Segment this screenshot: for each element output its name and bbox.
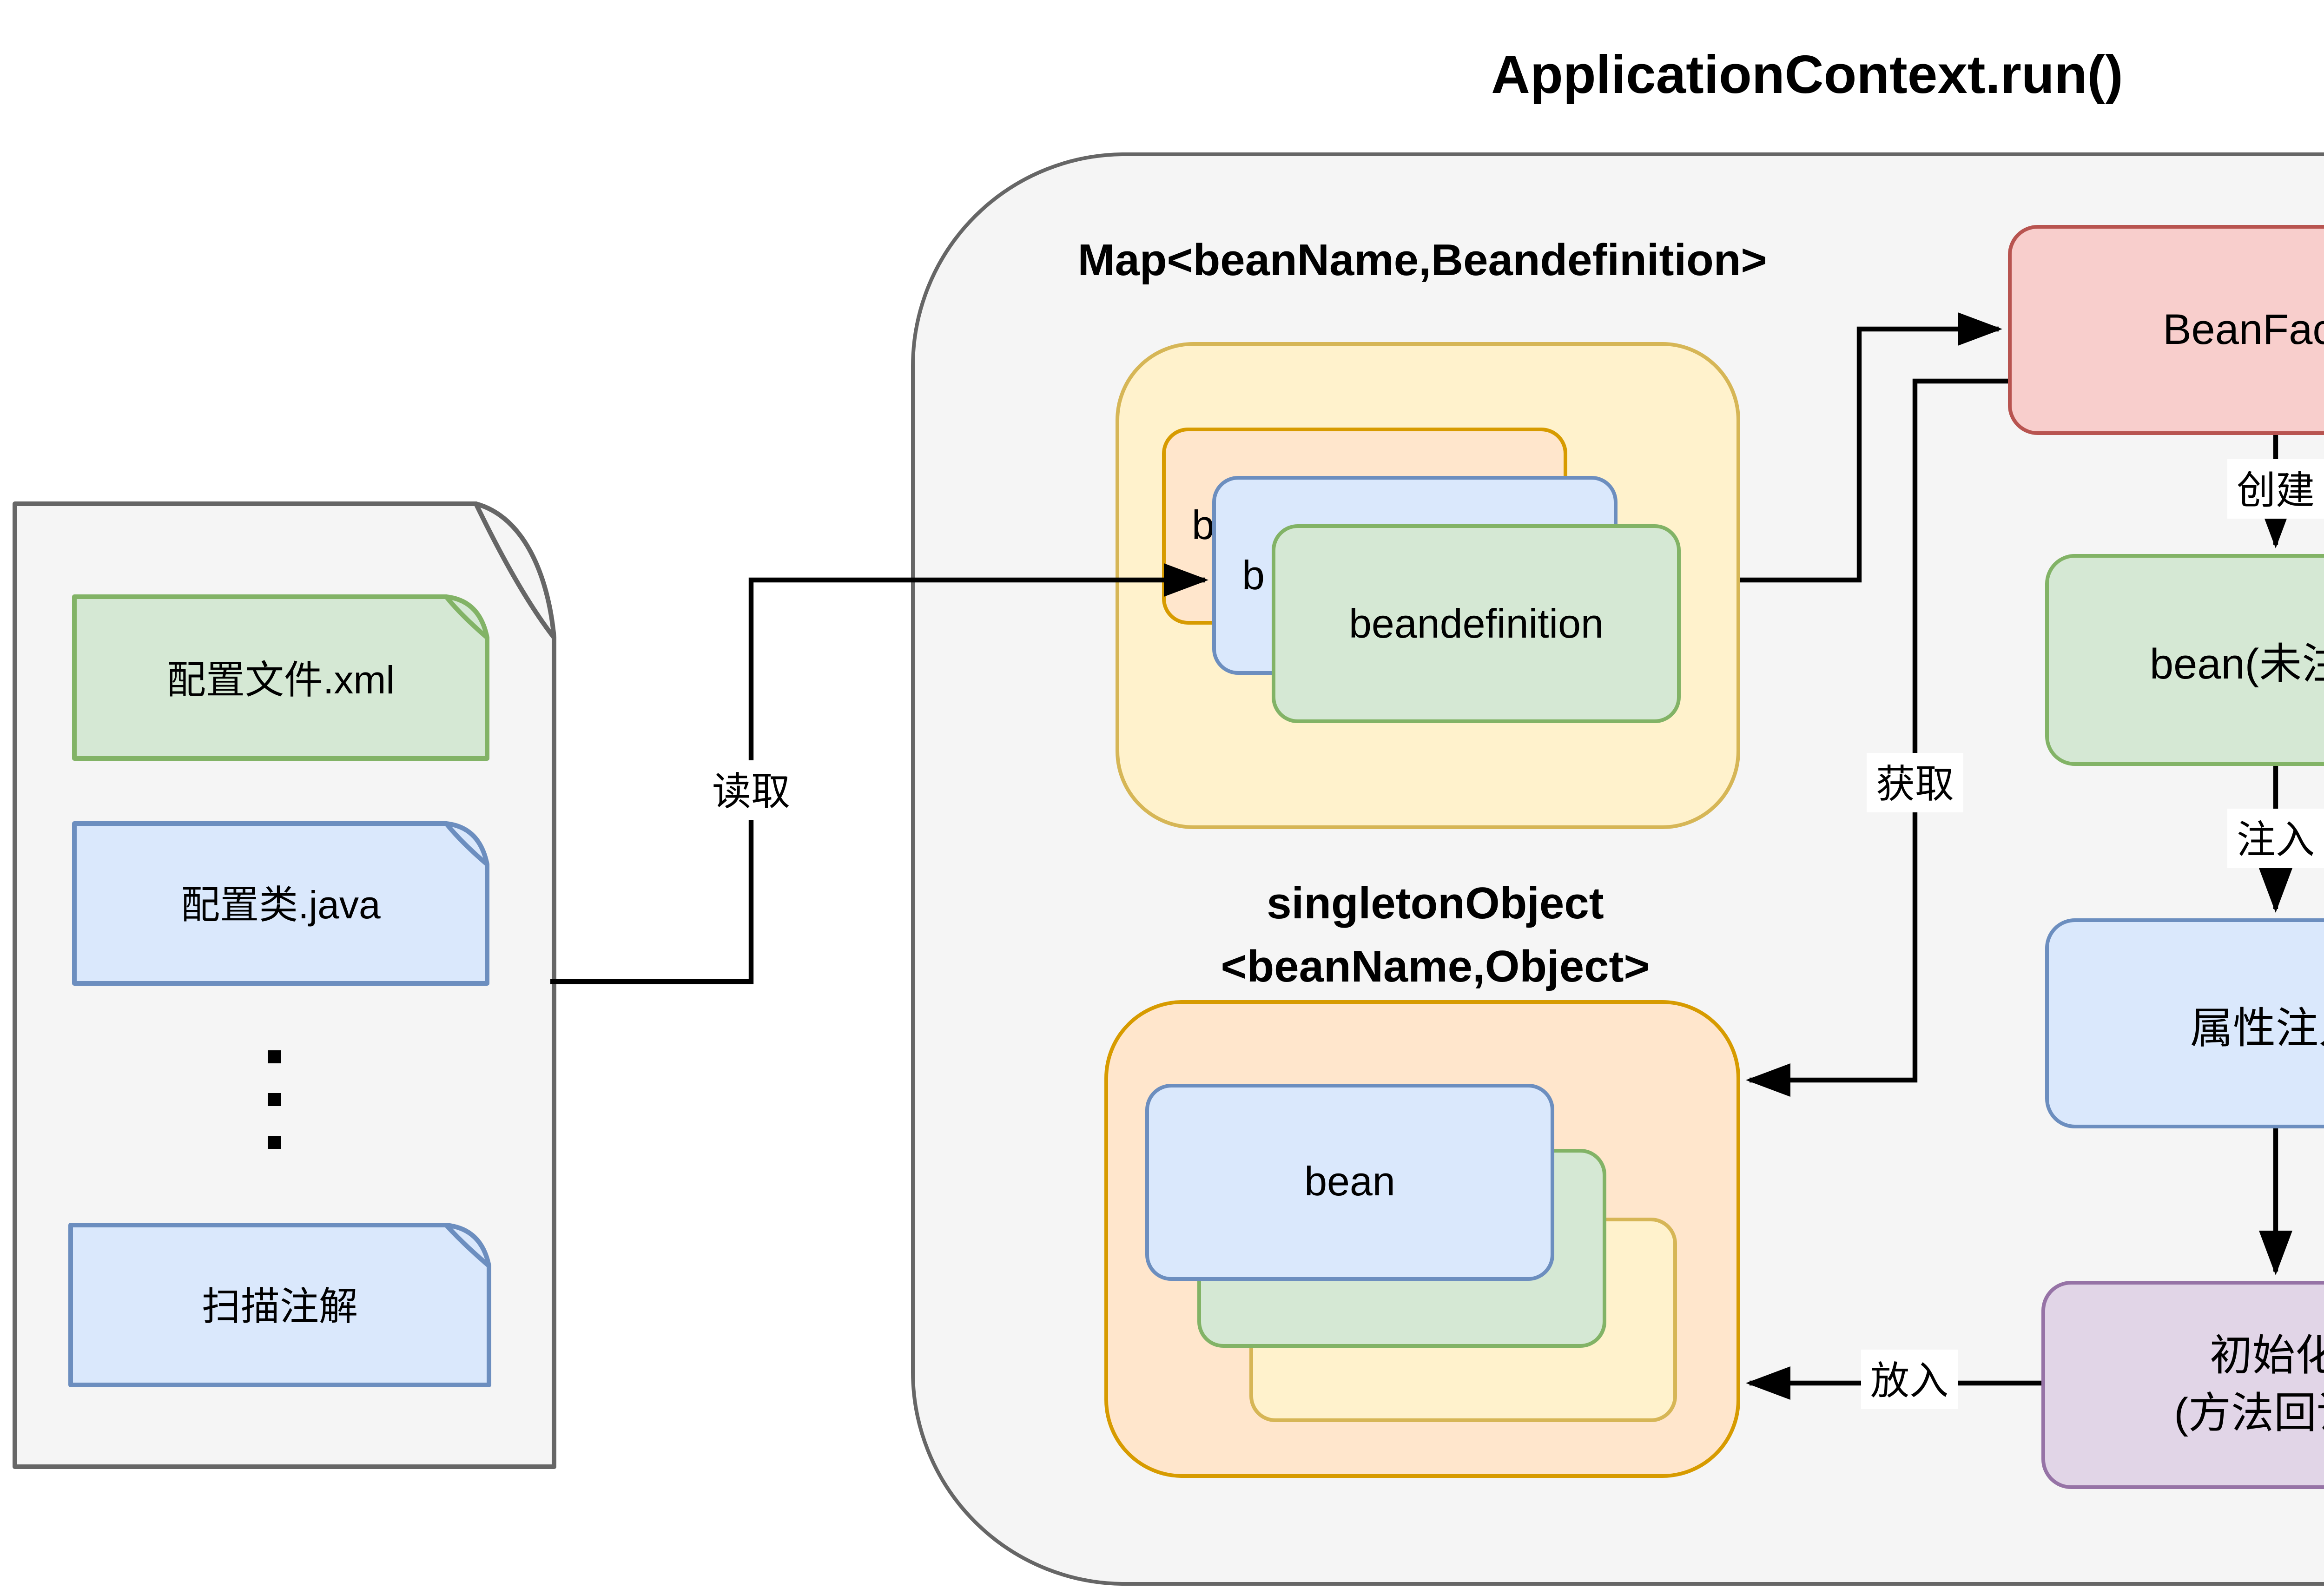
edge-create-label: 创建	[2227, 459, 2324, 519]
edge-read-label: 读取	[703, 760, 799, 820]
ellipsis-dot	[268, 1093, 281, 1106]
ellipsis-dot	[268, 1050, 281, 1063]
bean-card-front: bean	[1145, 1084, 1554, 1281]
document-fold-icon	[474, 501, 556, 640]
vertical-ellipsis-icon	[268, 1050, 281, 1149]
edge-inject-label: 注入	[2227, 809, 2324, 868]
node-property-injection: 属性注入	[2045, 918, 2324, 1128]
node-initialization: 初始化 (方法回调)	[2041, 1281, 2324, 1489]
singleton-group-label: singletonObject <beanName,Object>	[1221, 874, 1650, 1000]
init-label-line2: (方法回调)	[2174, 1389, 2324, 1437]
note-java-label: 配置类.java	[181, 885, 381, 928]
init-label-line1: 初始化	[2210, 1331, 2324, 1379]
diagram-title: ApplicationContext.run()	[1491, 46, 2123, 106]
note-annotation-label: 扫描注解	[202, 1286, 358, 1329]
beandefinition-card-front: beandefinition	[1272, 524, 1681, 723]
ellipsis-dot	[268, 1136, 281, 1149]
edge-get-label: 获取	[1867, 753, 1963, 812]
node-beanfactory: BeanFactory	[2008, 225, 2324, 435]
singleton-label-line1: singletonObject	[1267, 879, 1604, 929]
node-bean-uninjected: bean(未注入)	[2045, 554, 2324, 766]
map-group-label: Map<beanName,Beandefinition>	[1077, 236, 1767, 286]
edge-put-label: 放入	[1861, 1350, 1958, 1409]
note-xml-label: 配置文件.xml	[167, 659, 395, 702]
singleton-label-line2: <beanName,Object>	[1221, 942, 1650, 993]
